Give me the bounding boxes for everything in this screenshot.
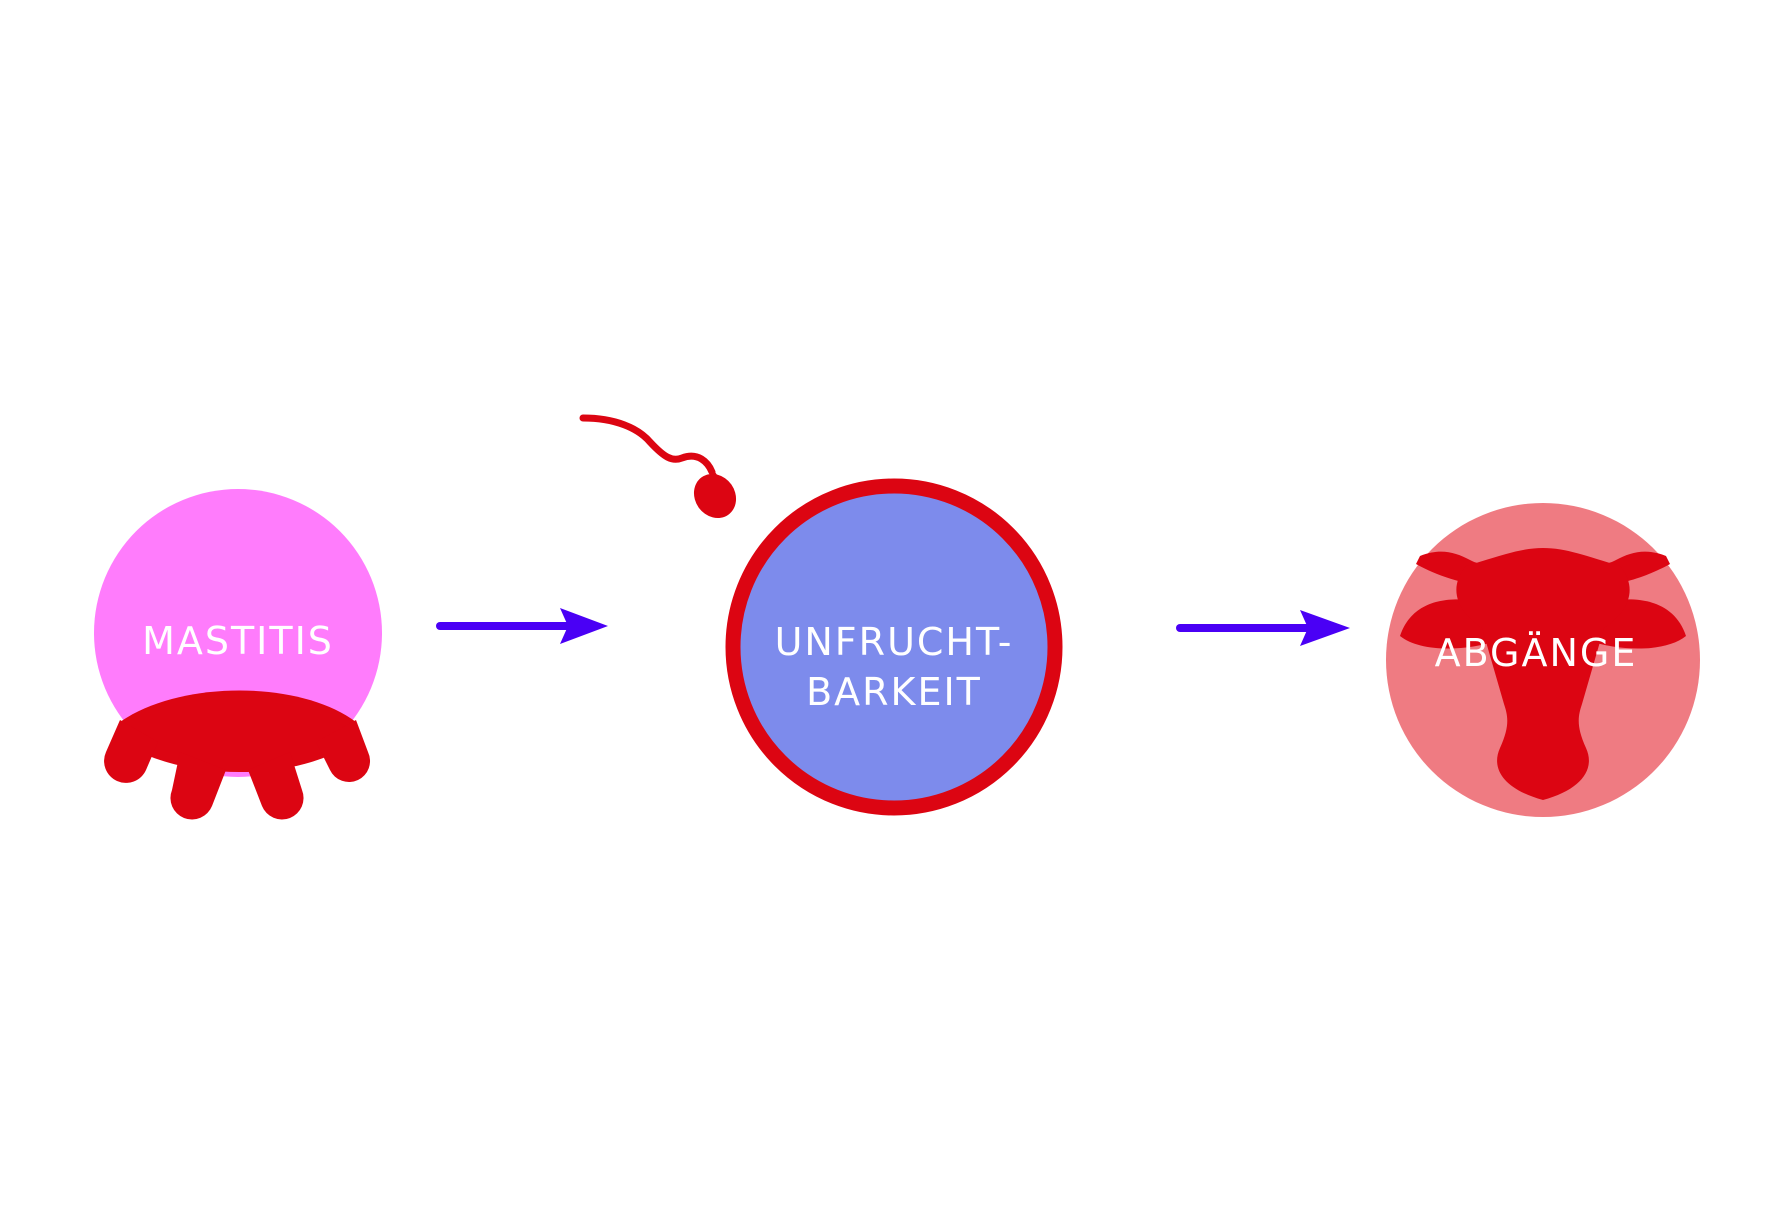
udder-icon	[104, 690, 371, 820]
unfruchtbarkeit-node: UNFRUCHT- BARKEIT	[579, 414, 1063, 816]
sperm-head	[693, 473, 737, 519]
arrow-mastitis-to-unfruchtbarkeit	[436, 608, 608, 644]
mastitis-label: MASTITIS	[142, 619, 334, 663]
sperm-icon	[579, 414, 737, 519]
sperm-tail	[579, 414, 716, 476]
abgaenge-label: ABGÄNGE	[1435, 631, 1638, 675]
arrow-2-head	[1300, 610, 1350, 646]
cow-head-icon	[1400, 548, 1686, 800]
arrow-1-head	[560, 608, 608, 644]
arrow-unfruchtbarkeit-to-abgaenge	[1176, 610, 1350, 646]
abgaenge-node: ABGÄNGE	[1386, 503, 1700, 817]
egg-circle	[725, 478, 1063, 816]
unfruchtbarkeit-label-line2: BARKEIT	[806, 670, 982, 714]
unfruchtbarkeit-label-line1: UNFRUCHT-	[775, 620, 1014, 664]
mastitis-node: MASTITIS	[94, 489, 382, 820]
